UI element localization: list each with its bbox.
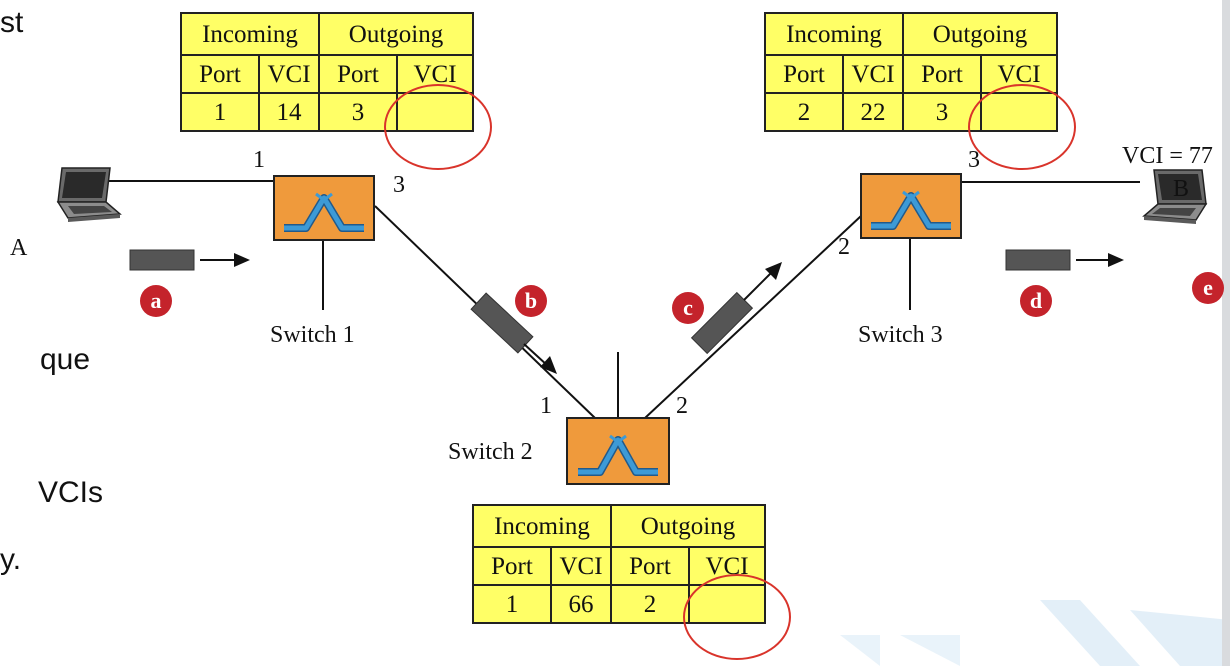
- port-header: Port: [180, 54, 260, 94]
- laptop-a-icon: [56, 167, 122, 222]
- switch-1-name: Switch 1: [270, 322, 355, 348]
- vci-label: VCI = 77: [1122, 143, 1213, 169]
- switch-3-port-out: 3: [968, 147, 980, 173]
- slide-text-fragment-2: que: [40, 343, 91, 376]
- port-header: Port: [902, 54, 982, 94]
- port-header: Port: [472, 546, 552, 586]
- in-port-cell: 2: [764, 92, 844, 132]
- step-badge-c: c: [672, 292, 704, 324]
- vci-header: VCI: [550, 546, 612, 586]
- slide-text-fragment-3: VCIs: [38, 476, 104, 509]
- switch-2-icon: [566, 417, 670, 485]
- step-badge-d: d: [1020, 285, 1052, 317]
- in-port-cell: 1: [180, 92, 260, 132]
- outgoing-header: Outgoing: [902, 12, 1058, 56]
- host-b-label: B: [1173, 176, 1190, 202]
- in-port-cell: 1: [472, 584, 552, 624]
- edge-shadow: [1222, 0, 1230, 666]
- switch-3-icon: [860, 173, 962, 239]
- highlight-ring-s2: [683, 574, 791, 660]
- switch-1-port-out: 3: [393, 172, 405, 198]
- switch-2-port-out: 2: [676, 393, 688, 419]
- decorative-shapes: [840, 600, 1230, 666]
- switch-2-vc-table: Incoming Outgoing Port VCI Port VCI 1 66…: [472, 504, 766, 624]
- frame-c-icon: [690, 262, 782, 355]
- highlight-ring-s3: [968, 84, 1076, 170]
- switch-2-name: Switch 2: [448, 439, 533, 465]
- step-badge-e: e: [1192, 272, 1224, 304]
- switch-3-port-in: 2: [838, 234, 850, 260]
- port-header: Port: [610, 546, 690, 586]
- incoming-header: Incoming: [472, 504, 612, 548]
- host-a-label: A: [10, 235, 28, 261]
- out-port-cell: 2: [610, 584, 690, 624]
- incoming-header: Incoming: [180, 12, 320, 56]
- in-vci-cell: 14: [258, 92, 320, 132]
- vci-header: VCI: [258, 54, 320, 94]
- switch-2-port-in: 1: [540, 393, 552, 419]
- in-vci-cell: 66: [550, 584, 612, 624]
- step-badge-a: a: [140, 285, 172, 317]
- slide-text-fragment-1: st: [0, 6, 24, 39]
- laptop-b-icon: [1142, 169, 1208, 224]
- in-vci-cell: 22: [842, 92, 904, 132]
- port-header: Port: [764, 54, 844, 94]
- switch-1-icon: [273, 175, 375, 241]
- incoming-header: Incoming: [764, 12, 904, 56]
- step-badge-b: b: [515, 285, 547, 317]
- switch-1-port-in: 1: [253, 147, 265, 173]
- frame-d-icon: [1005, 249, 1124, 271]
- highlight-ring-s1: [384, 84, 492, 170]
- frame-a-icon: [129, 249, 250, 271]
- port-header: Port: [318, 54, 398, 94]
- outgoing-header: Outgoing: [610, 504, 766, 548]
- switch-3-name: Switch 3: [858, 322, 943, 348]
- outgoing-header: Outgoing: [318, 12, 474, 56]
- vci-header: VCI: [842, 54, 904, 94]
- slide-text-fragment-4: y.: [0, 543, 22, 576]
- frame-b-icon: [470, 292, 557, 374]
- links: [100, 180, 1140, 419]
